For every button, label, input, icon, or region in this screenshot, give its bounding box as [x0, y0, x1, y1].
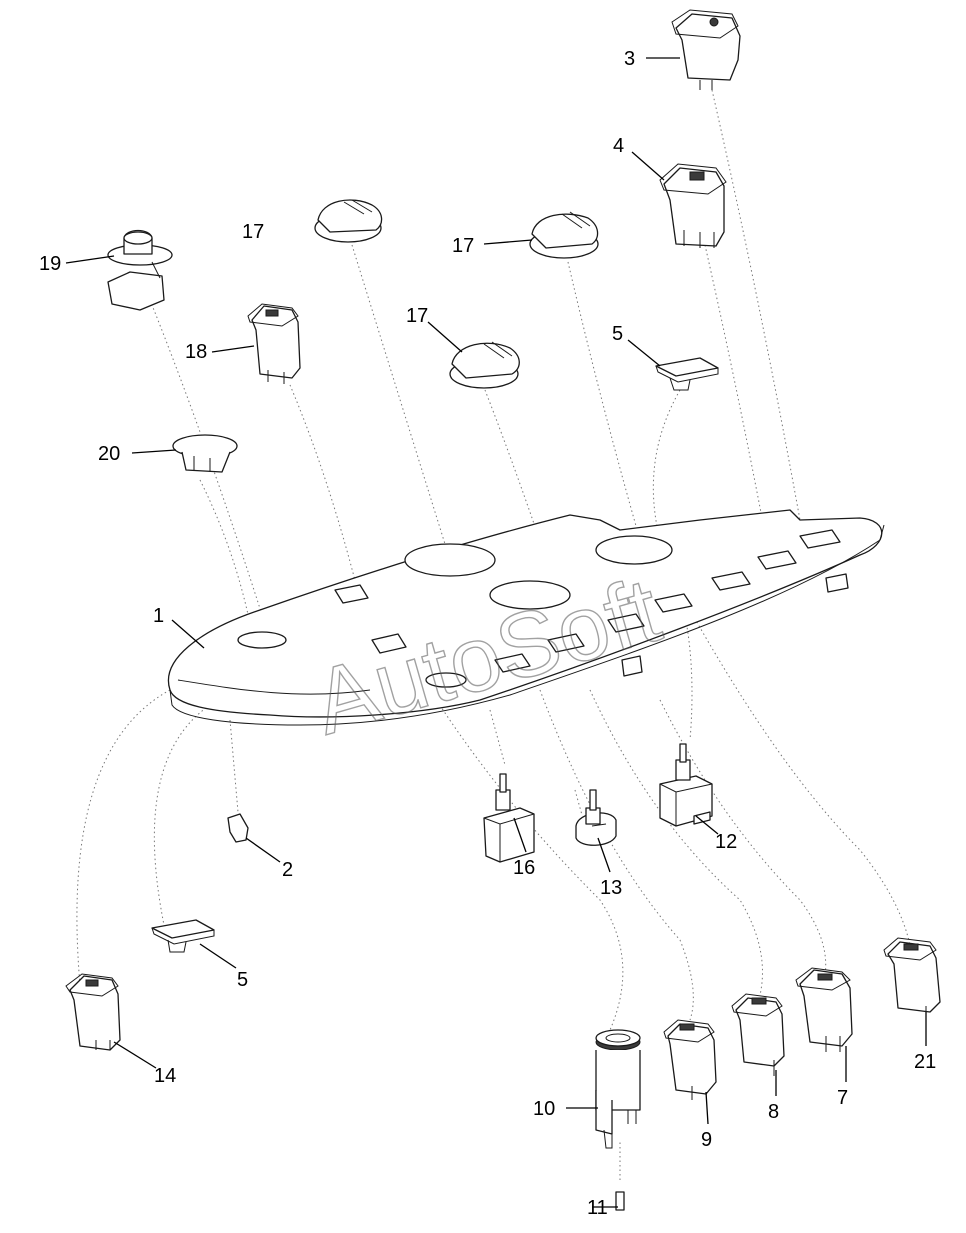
rocker-switch-4 [659, 163, 727, 248]
label-1: 1 [153, 605, 164, 627]
rocker-switch-7 [795, 967, 853, 1052]
label-13: 13 [600, 877, 622, 899]
label-11: 11 [587, 1197, 608, 1219]
label-10: 10 [533, 1098, 555, 1120]
socket-10 [595, 1029, 641, 1149]
toggle-switch-16 [483, 773, 535, 863]
label-5-top: 5 [612, 323, 623, 345]
label-16: 16 [513, 857, 535, 879]
rotary-switch-13 [575, 789, 617, 846]
label-17-right: 17 [452, 235, 474, 257]
leader-lines [65, 57, 927, 1208]
label-19: 19 [39, 253, 61, 275]
label-17-middle: 17 [406, 305, 428, 327]
label-21: 21 [914, 1051, 936, 1073]
label-8: 8 [768, 1101, 779, 1123]
plug-20 [172, 434, 238, 473]
callout-labels: 1 2 3 4 5 5 7 8 9 10 11 12 13 14 16 17 1… [39, 48, 936, 1219]
rocker-switch-14 [65, 973, 121, 1051]
label-2: 2 [282, 859, 293, 881]
rocker-switch-18 [247, 303, 301, 384]
label-9: 9 [701, 1129, 712, 1151]
rocker-switch-9 [663, 1019, 717, 1100]
label-20: 20 [98, 443, 120, 465]
clip-2 [227, 813, 249, 843]
knob-17-right [529, 211, 599, 259]
toggle-switch-12 [659, 743, 713, 827]
cover-plug-5-top [655, 357, 719, 391]
rocker-switch-8 [731, 993, 785, 1076]
label-4: 4 [613, 135, 624, 157]
pin-11 [615, 1191, 625, 1211]
knob-17-middle [449, 341, 520, 389]
rocker-switch-21 [883, 937, 941, 1022]
label-17-left: 17 [242, 221, 264, 243]
control-panel-housing [167, 509, 885, 726]
cover-plug-5-bottom [151, 919, 215, 953]
label-5-bottom: 5 [237, 969, 248, 991]
label-7: 7 [837, 1087, 848, 1109]
knob-17-left [314, 199, 383, 243]
label-18: 18 [185, 341, 207, 363]
switch-19 [107, 229, 173, 311]
label-12: 12 [715, 831, 737, 853]
label-14: 14 [154, 1065, 176, 1087]
rocker-switch-3 [671, 9, 741, 90]
label-3: 3 [624, 48, 635, 70]
